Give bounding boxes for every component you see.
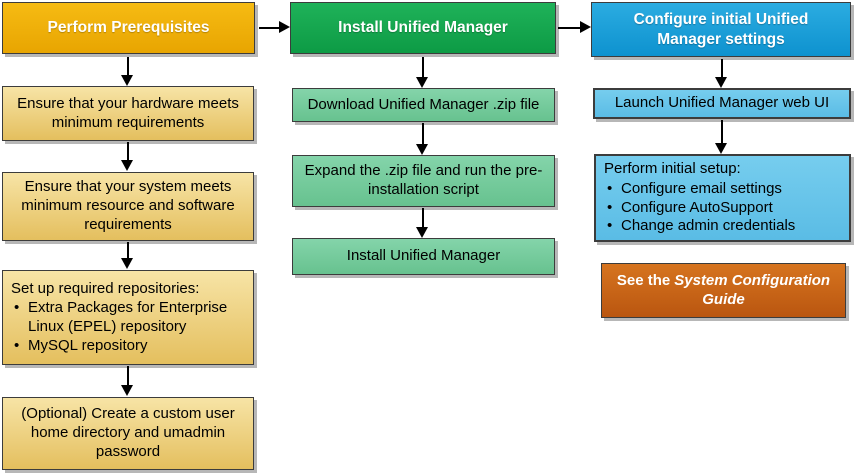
flow-box-install-unified-manager: Install Unified Manager bbox=[292, 238, 555, 275]
bullet-list: Extra Packages for Enterprise Linux (EPE… bbox=[11, 299, 245, 355]
flow-box-hardware-requirements: Ensure that your hardware meets minimum … bbox=[2, 86, 254, 141]
flow-box-custom-user-home: (Optional) Create a custom user home dir… bbox=[2, 397, 254, 470]
flow-box-system-requirements: Ensure that your system meets minimum re… bbox=[2, 172, 254, 241]
flow-header-perform-prerequisites: Perform Prerequisites bbox=[2, 2, 255, 54]
arrow-down bbox=[416, 123, 429, 155]
box-title: Set up required repositories: bbox=[11, 279, 200, 297]
bullet-item: Extra Packages for Enterprise Linux (EPE… bbox=[11, 299, 245, 337]
arrow-down bbox=[715, 120, 728, 154]
bullet-item: Configure email settings bbox=[604, 180, 795, 199]
arrow-right bbox=[558, 21, 591, 34]
arrow-down bbox=[715, 59, 728, 88]
arrow-down bbox=[121, 142, 134, 171]
arrow-down bbox=[121, 57, 134, 86]
flow-box-setup-repositories: Set up required repositories: Extra Pack… bbox=[2, 270, 254, 365]
box-title: Perform initial setup: bbox=[604, 160, 741, 177]
bullet-item: Change admin credentials bbox=[604, 217, 795, 236]
flow-header-install-unified-manager: Install Unified Manager bbox=[290, 2, 556, 54]
arrow-down bbox=[416, 208, 429, 238]
bullet-list: Configure email settings Configure AutoS… bbox=[604, 180, 795, 236]
flow-header-configure-initial-settings: Configure initial Unified Manager settin… bbox=[591, 2, 851, 57]
note-guide-title: System Configuration Guide bbox=[674, 271, 831, 308]
bullet-item: MySQL repository bbox=[11, 337, 245, 356]
bullet-item: Configure AutoSupport bbox=[604, 199, 795, 218]
note-prefix: See the bbox=[616, 271, 671, 289]
flow-box-launch-web-ui: Launch Unified Manager web UI bbox=[593, 88, 851, 119]
arrow-right bbox=[259, 21, 290, 34]
flow-box-initial-setup: Perform initial setup: Configure email s… bbox=[594, 154, 851, 242]
flow-box-download-zip: Download Unified Manager .zip file bbox=[292, 88, 555, 122]
arrow-down bbox=[121, 366, 134, 396]
arrow-down bbox=[121, 242, 134, 269]
arrow-down bbox=[416, 57, 429, 88]
flow-box-expand-zip: Expand the .zip file and run the pre-ins… bbox=[292, 155, 555, 207]
